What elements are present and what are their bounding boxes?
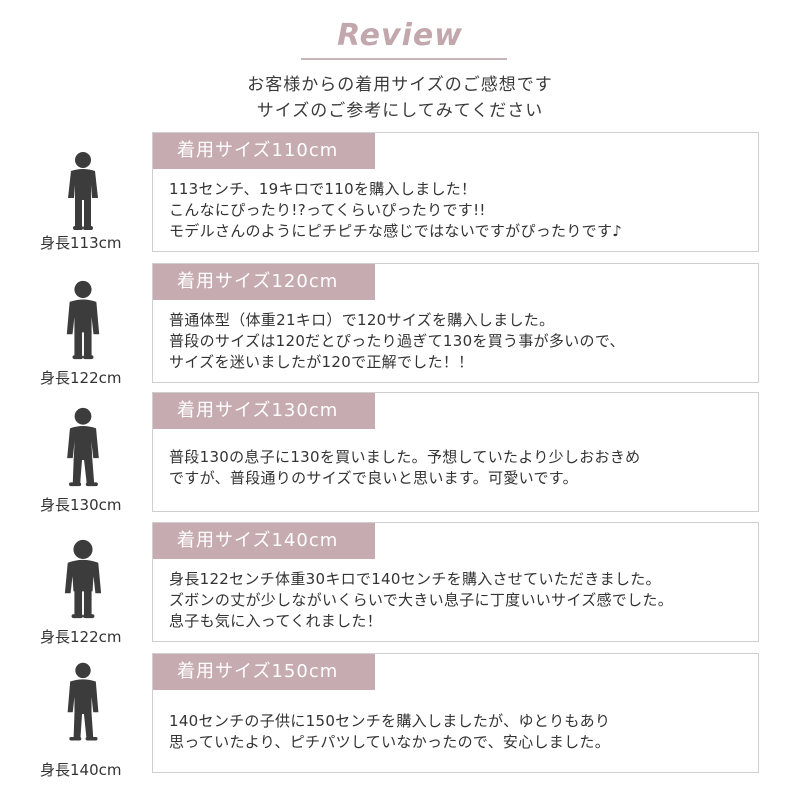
worn-size-tag: 着用サイズ140cm xyxy=(153,523,375,559)
comment-line: 普段130の息子に130を買いました。予想していたより少しおおきめ xyxy=(169,448,641,466)
comment-line: 普通体型（体重21キロ）で120サイズを購入しました。 xyxy=(169,311,555,329)
review-item-2: 身長122cm 着用サイズ120cm 普通体型（体重21キロ）で120サイズを購… xyxy=(0,263,800,387)
review-header: Review お客様からの着用サイズのご感想です サイズのご参考にしてみてくださ… xyxy=(0,0,800,130)
child-height-label: 身長122cm xyxy=(40,369,122,387)
review-comment: 身長122センチ体重30キロで140センチを購入させていただきました。 ズボンの… xyxy=(169,569,754,632)
comment-line: 身長122センチ体重30キロで140センチを購入させていただきました。 xyxy=(169,570,661,588)
title-underline xyxy=(301,58,507,60)
review-item-5: 身長140cm 着用サイズ150cm 140センチの子供に150センチを購入しま… xyxy=(0,653,800,779)
review-card: 着用サイズ120cm 普通体型（体重21キロ）で120サイズを購入しました。 普… xyxy=(152,263,759,383)
worn-size-tag: 着用サイズ150cm xyxy=(153,654,375,690)
child-silhouette-icon xyxy=(67,407,99,487)
child-silhouette-icon xyxy=(66,280,100,360)
review-card: 着用サイズ150cm 140センチの子供に150センチを購入しましたが、ゆとりも… xyxy=(152,653,759,773)
child-height-label: 身長130cm xyxy=(40,496,122,514)
comment-line: 息子も気に入ってくれました！ xyxy=(169,612,383,630)
comment-line: 普段のサイズは120だとぴったり過ぎて130を買う事が多いので、 xyxy=(169,332,625,350)
review-card: 着用サイズ130cm 普段130の息子に130を買いました。予想していたより少し… xyxy=(152,392,759,512)
comment-line: こんなにぴったり!?ってくらいぴったりです!! xyxy=(169,201,486,219)
child-silhouette-icon xyxy=(64,539,102,619)
intro-text-line-1: お客様からの着用サイズのご感想です xyxy=(247,75,553,95)
review-item-1: 身長113cm 着用サイズ110cm 113センチ、19キロで110を購入しまし… xyxy=(0,132,800,254)
review-comment: 普段130の息子に130を買いました。予想していたより少しおおきめ ですが、普段… xyxy=(169,447,754,489)
intro-text-line-2: サイズのご参考にしてみてください xyxy=(256,101,544,121)
review-title: Review xyxy=(337,18,463,53)
comment-line: モデルさんのようにピチピチな感じではないですがぴったりです♪ xyxy=(169,222,623,240)
worn-size-tag: 着用サイズ130cm xyxy=(153,393,375,429)
child-height-label: 身長113cm xyxy=(40,234,122,252)
review-card: 着用サイズ110cm 113センチ、19キロで110を購入しました！ こんなにぴ… xyxy=(152,132,759,252)
review-comment: 普通体型（体重21キロ）で120サイズを購入しました。 普段のサイズは120だと… xyxy=(169,310,754,373)
comment-line: 113センチ、19キロで110を購入しました！ xyxy=(169,180,477,198)
review-item-3: 身長130cm 着用サイズ130cm 普段130の息子に130を買いました。予想… xyxy=(0,392,800,514)
child-height-label: 身長140cm xyxy=(40,761,122,779)
comment-line: サイズを迷いましたが120で正解でした！！ xyxy=(169,353,474,371)
review-comment: 140センチの子供に150センチを購入しましたが、ゆとりもあり 思っていたより、… xyxy=(169,711,754,753)
worn-size-tag: 着用サイズ110cm xyxy=(153,133,375,169)
child-silhouette-icon xyxy=(68,152,98,230)
comment-line: ズボンの丈が少しながいくらいで大きい息子に丁度いいサイズ感でした。 xyxy=(169,591,674,609)
review-card: 着用サイズ140cm 身長122センチ体重30キロで140センチを購入させていた… xyxy=(152,522,759,642)
comment-line: 140センチの子供に150センチを購入しましたが、ゆとりもあり xyxy=(169,712,611,730)
child-silhouette-icon xyxy=(67,662,99,741)
review-item-4: 身長122cm 着用サイズ140cm 身長122センチ体重30キロで140センチ… xyxy=(0,522,800,646)
worn-size-tag: 着用サイズ120cm xyxy=(153,264,375,300)
child-height-label: 身長122cm xyxy=(40,628,122,646)
comment-line: ですが、普段通りのサイズで良いと思います。可愛いです。 xyxy=(169,469,578,487)
comment-line: 思っていたより、ピチパツしていなかったので、安心しました。 xyxy=(169,733,611,751)
review-comment: 113センチ、19キロで110を購入しました！ こんなにぴったり!?ってくらいぴ… xyxy=(169,179,754,242)
